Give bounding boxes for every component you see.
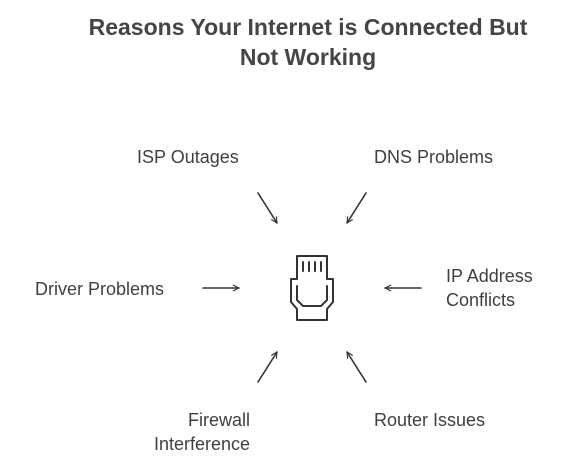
cause-driver-problems: Driver Problems bbox=[35, 277, 164, 301]
title-line-1: Reasons Your Internet is Connected But bbox=[88, 14, 528, 40]
ethernet-port-icon bbox=[290, 255, 334, 321]
cause-router-label: Router Issues bbox=[374, 410, 486, 430]
arrow-from-firewall bbox=[257, 351, 278, 383]
cause-router-issues: Router Issues bbox=[374, 408, 485, 432]
cause-dns-label: DNS Problems bbox=[374, 147, 494, 167]
arrow-from-isp bbox=[257, 192, 278, 224]
arrow-from-router bbox=[346, 351, 367, 383]
cause-driver-label: Driver Problems bbox=[35, 279, 165, 299]
cause-firewall-label-line-2: Interference bbox=[153, 434, 250, 454]
cause-firewall-label-line-1: Firewall bbox=[187, 410, 250, 430]
title-line-2: Not Working bbox=[239, 44, 377, 70]
diagram-title: Reasons Your Internet is Connected But N… bbox=[38, 12, 576, 72]
cause-firewall-interference: Firewall Interference bbox=[140, 408, 250, 456]
cause-isp-label: ISP Outages bbox=[137, 147, 239, 167]
arrow-from-dns bbox=[346, 192, 367, 224]
cause-ip-label-line-2: Conflicts bbox=[446, 290, 516, 310]
cause-ip-address-conflicts: IP Address Conflicts bbox=[446, 264, 533, 312]
cause-isp-outages: ISP Outages bbox=[137, 145, 239, 169]
cause-dns-problems: DNS Problems bbox=[374, 145, 493, 169]
cause-ip-label-line-1: IP Address bbox=[446, 266, 533, 286]
